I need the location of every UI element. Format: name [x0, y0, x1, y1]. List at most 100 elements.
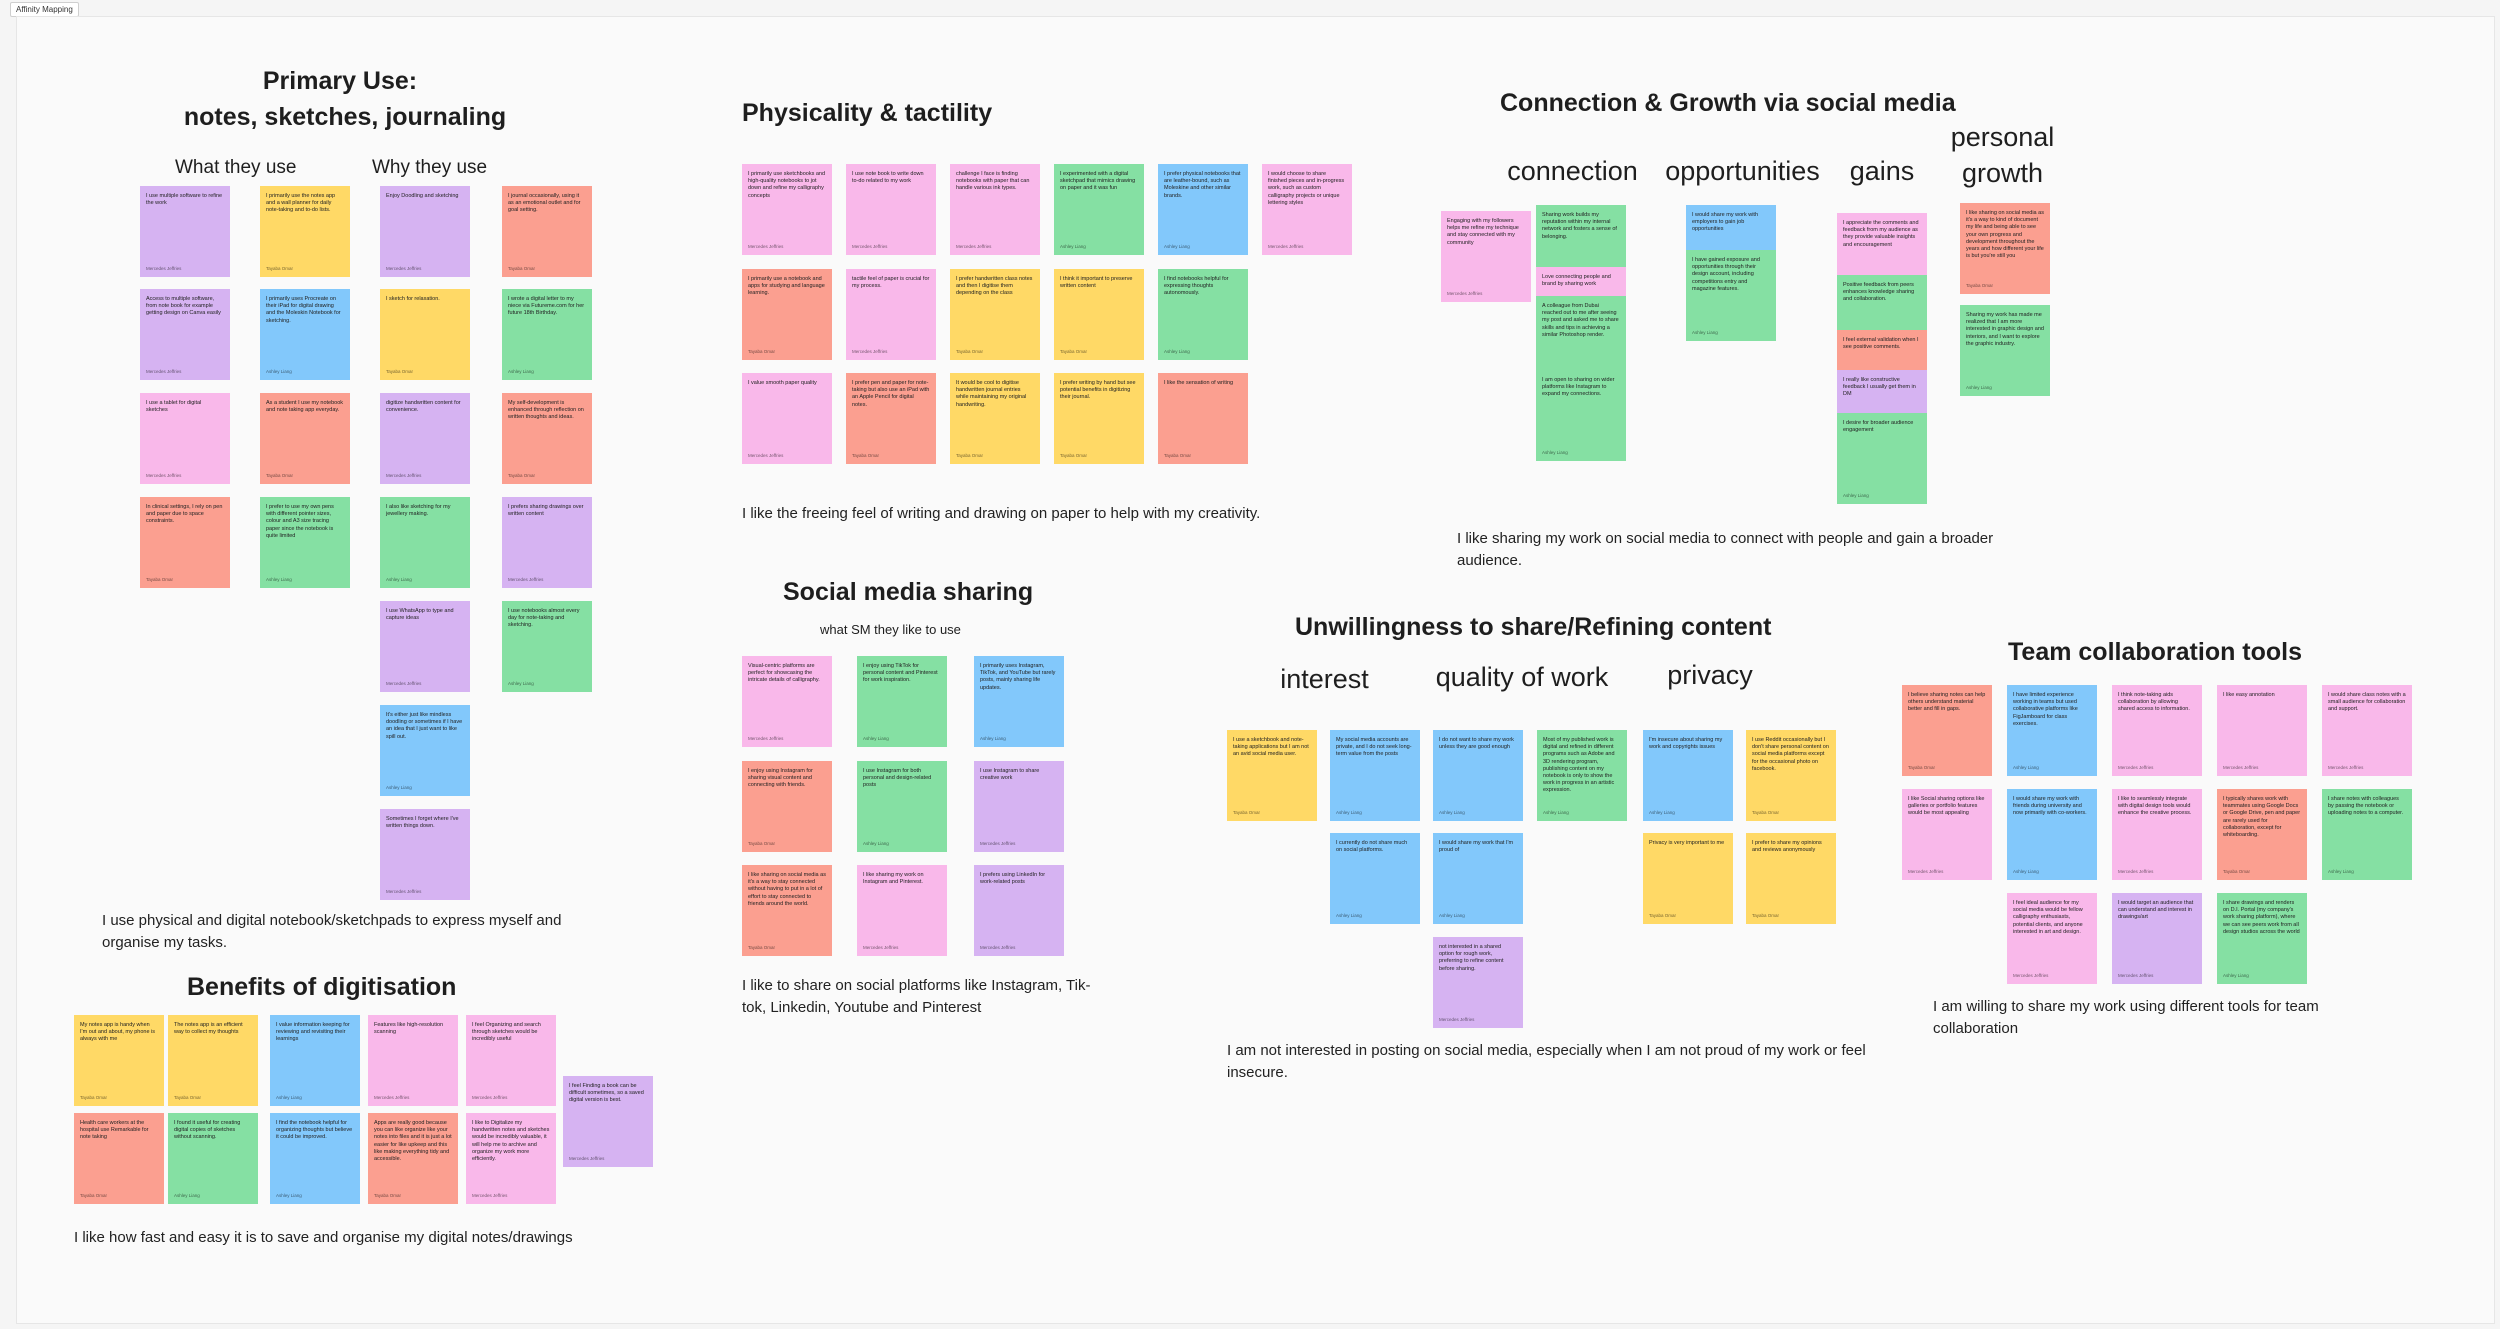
sticky-note[interactable]: I enjoy using Instagram for sharing visu…: [742, 761, 832, 852]
sticky-note[interactable]: I prefers using LinkedIn for work-relate…: [974, 865, 1064, 956]
sticky-note-text: I use a tablet for digital sketches: [146, 400, 202, 414]
sticky-note-author: Ashley Liang: [2223, 972, 2249, 978]
sticky-note[interactable]: I prefer to use my own pens with differe…: [260, 497, 350, 588]
sticky-note-text: I primarily use a notebook and apps for …: [748, 276, 825, 297]
sticky-note[interactable]: I prefer to share my opinions and review…: [1746, 833, 1836, 924]
sticky-note[interactable]: I primarily use a notebook and apps for …: [742, 269, 832, 360]
sticky-note[interactable]: I use Reddit occasionally but I don't sh…: [1746, 730, 1836, 821]
sticky-note[interactable]: I would choose to share finished pieces …: [1262, 164, 1352, 255]
sticky-note[interactable]: not interested in a shared option for ro…: [1433, 937, 1523, 1028]
sticky-note[interactable]: I primarily use the notes app and a wall…: [260, 186, 350, 277]
sticky-note[interactable]: I use note book to write down to-do rela…: [846, 164, 936, 255]
sticky-note[interactable]: I am open to sharing on wider platforms …: [1536, 370, 1626, 461]
sticky-note[interactable]: I believe sharing notes can help others …: [1902, 685, 1992, 776]
sticky-note[interactable]: tactile feel of paper is crucial for my …: [846, 269, 936, 360]
sticky-note[interactable]: I feel ideal audience for my social medi…: [2007, 893, 2097, 984]
sticky-note[interactable]: I prefer handwritten class notes and the…: [950, 269, 1040, 360]
sticky-note[interactable]: I have gained exposure and opportunities…: [1686, 250, 1776, 341]
sticky-note-text: I use WhatsApp to type and capture ideas: [386, 608, 454, 622]
sticky-note[interactable]: I sketch for relaxation.Tayaba Omar: [380, 289, 470, 380]
sticky-note[interactable]: The notes app is an efficient way to col…: [168, 1015, 258, 1106]
sticky-note[interactable]: I share notes with colleagues by passing…: [2322, 789, 2412, 880]
sticky-note[interactable]: I typically shares work with teammates u…: [2217, 789, 2307, 880]
sticky-note[interactable]: Sharing my work has made me realized tha…: [1960, 305, 2050, 396]
sticky-note[interactable]: I desire for broader audience engagement…: [1837, 413, 1927, 504]
sticky-note[interactable]: I use Instagram for both personal and de…: [857, 761, 947, 852]
sticky-note[interactable]: I primarily uses Instagram, TikTok, and …: [974, 656, 1064, 747]
sticky-note[interactable]: challenge I face is finding notebooks wi…: [950, 164, 1040, 255]
sticky-note[interactable]: My social media accounts are private, an…: [1330, 730, 1420, 821]
sticky-note[interactable]: As a student I use my notebook and note …: [260, 393, 350, 484]
sticky-note[interactable]: My self-development is enhanced through …: [502, 393, 592, 484]
sticky-note[interactable]: It's either just like mindless doodling …: [380, 705, 470, 796]
primary-title-line2: notes, sketches, journaling: [183, 103, 507, 131]
sticky-note[interactable]: It would be cool to digitise handwritten…: [950, 373, 1040, 464]
sticky-note[interactable]: I primarily uses Procreate on their iPad…: [260, 289, 350, 380]
sticky-note[interactable]: I feel Finding a book can be difficult s…: [563, 1076, 653, 1167]
sticky-note[interactable]: I like Social sharing options like galle…: [1902, 789, 1992, 880]
sticky-note[interactable]: I like to Digitalize my handwritten note…: [466, 1113, 556, 1204]
sticky-note[interactable]: Sometimes I forget where I've written th…: [380, 809, 470, 900]
sticky-note[interactable]: I wrote a digital letter to my niece via…: [502, 289, 592, 380]
sticky-note[interactable]: I use multiple software to refine the wo…: [140, 186, 230, 277]
sticky-note[interactable]: I do not want to share my work unless th…: [1433, 730, 1523, 821]
sticky-note[interactable]: I share drawings and renders on D.I. Por…: [2217, 893, 2307, 984]
sticky-note[interactable]: I like sharing my work on Instagram and …: [857, 865, 947, 956]
sticky-note[interactable]: I currently do not share much on social …: [1330, 833, 1420, 924]
sticky-note[interactable]: I experimented with a digital sketchpad …: [1054, 164, 1144, 255]
sticky-note[interactable]: Engaging with my followers helps me refi…: [1441, 211, 1531, 302]
sticky-note-author: Mercedes Jeffries: [2118, 972, 2154, 978]
frame-label[interactable]: Affinity Mapping: [10, 2, 79, 17]
sticky-note-text: The notes app is an efficient way to col…: [174, 1022, 243, 1036]
sticky-note[interactable]: I found it useful for creating digital c…: [168, 1113, 258, 1204]
sticky-note-author: Mercedes Jeffries: [2013, 972, 2049, 978]
sticky-note-author: Mercedes Jeffries: [852, 348, 888, 354]
sticky-note[interactable]: I'm insecure about sharing my work and c…: [1643, 730, 1733, 821]
sticky-note[interactable]: Apps are really good because you can lik…: [368, 1113, 458, 1204]
sticky-note-text: I feel Organizing and search through ske…: [472, 1022, 541, 1043]
sticky-note-text: I am open to sharing on wider platforms …: [1542, 377, 1615, 398]
sticky-note[interactable]: I would share class notes with a small a…: [2322, 685, 2412, 776]
sticky-note[interactable]: I also like sketching for my jewellery m…: [380, 497, 470, 588]
sticky-note[interactable]: I find the notebook helpful for organizi…: [270, 1113, 360, 1204]
sticky-note[interactable]: I enjoy using TikTok for personal conten…: [857, 656, 947, 747]
sticky-note[interactable]: I value information keeping for reviewin…: [270, 1015, 360, 1106]
sticky-note[interactable]: I think note-taking aids collaboration b…: [2112, 685, 2202, 776]
sticky-note[interactable]: I use a sketchbook and note-taking appli…: [1227, 730, 1317, 821]
sticky-note[interactable]: In clinical settings, I rely on pen and …: [140, 497, 230, 588]
sticky-note[interactable]: Most of my published work is digital and…: [1537, 730, 1627, 821]
sticky-note[interactable]: I like sharing on social media as it's a…: [1960, 203, 2050, 294]
sticky-note[interactable]: I use WhatsApp to type and capture ideas…: [380, 601, 470, 692]
sticky-note[interactable]: I feel Organizing and search through ske…: [466, 1015, 556, 1106]
sticky-note[interactable]: I have limited experience working in tea…: [2007, 685, 2097, 776]
sticky-note[interactable]: I prefer pen and paper for note-taking b…: [846, 373, 936, 464]
sticky-note[interactable]: I prefer physical notebooks that are lea…: [1158, 164, 1248, 255]
sticky-note-text: I enjoy using Instagram for sharing visu…: [748, 768, 813, 789]
sticky-note[interactable]: I primarily use sketchbooks and high-qua…: [742, 164, 832, 255]
sticky-note[interactable]: I prefers sharing drawings over written …: [502, 497, 592, 588]
sticky-note[interactable]: I like to seamlessly integrate with digi…: [2112, 789, 2202, 880]
sticky-note[interactable]: I prefer writing by hand but see potenti…: [1054, 373, 1144, 464]
sticky-note[interactable]: Health care workers at the hospital use …: [74, 1113, 164, 1204]
sticky-note[interactable]: digitize handwritten content for conveni…: [380, 393, 470, 484]
sticky-note[interactable]: Visual-centric platforms are perfect for…: [742, 656, 832, 747]
sticky-note[interactable]: I like sharing on social media as it's a…: [742, 865, 832, 956]
sticky-note[interactable]: I would target an audience that can unde…: [2112, 893, 2202, 984]
sticky-note[interactable]: I use notebooks almost every day for not…: [502, 601, 592, 692]
sticky-note[interactable]: My notes app is handy when I'm out and a…: [74, 1015, 164, 1106]
sticky-note[interactable]: I find notebooks helpful for expressing …: [1158, 269, 1248, 360]
sticky-note[interactable]: Access to multiple software, from note b…: [140, 289, 230, 380]
sticky-note-author: Ashley Liang: [2328, 868, 2354, 874]
sticky-note[interactable]: I think it important to preserve written…: [1054, 269, 1144, 360]
sticky-note[interactable]: I journal occasionally, using it as an e…: [502, 186, 592, 277]
sticky-note[interactable]: I would share my work with friends durin…: [2007, 789, 2097, 880]
